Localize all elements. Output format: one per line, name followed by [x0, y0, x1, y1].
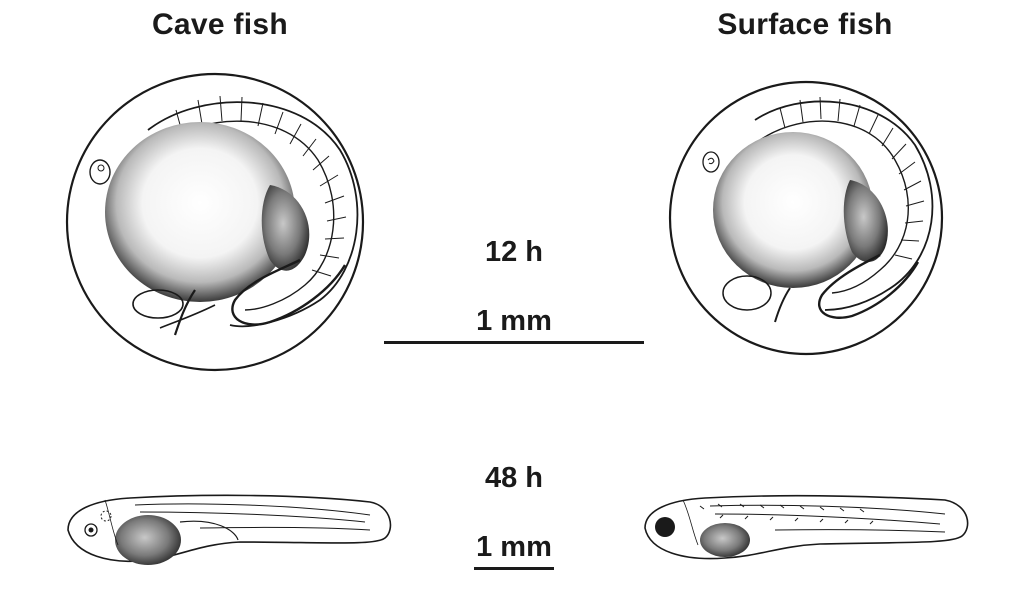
surface-fish-larva	[644, 495, 969, 560]
cave-fish-embryo	[65, 72, 365, 372]
scale-label-larva: 1 mm	[476, 531, 552, 563]
scale-bar-larva	[474, 567, 554, 570]
scale-label-embryo: 1 mm	[476, 305, 552, 337]
surface-fish-embryo	[668, 80, 944, 356]
stage-label-larva: 48 h	[484, 462, 544, 494]
cave-fish-larva	[67, 494, 392, 565]
stage-label-embryo: 12 h	[484, 236, 544, 268]
surface-fish-title: Surface fish	[717, 8, 893, 41]
scale-bar-embryo	[384, 341, 644, 344]
cave-fish-title: Cave fish	[151, 8, 289, 41]
